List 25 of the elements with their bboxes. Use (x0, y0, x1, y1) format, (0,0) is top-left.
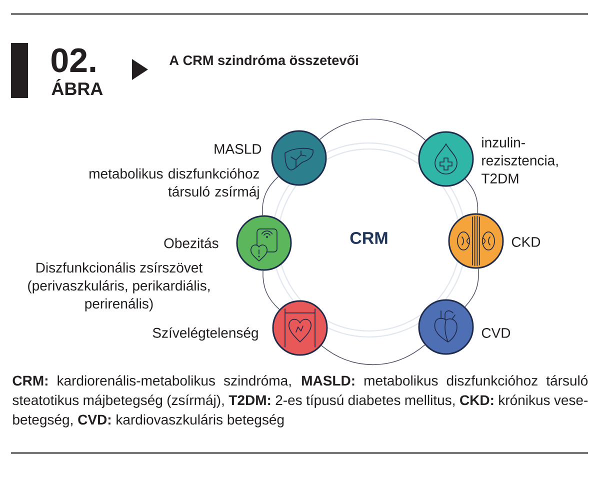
node-label: Obezitás (164, 238, 218, 248)
caption-text: CRM: kardiorenális-metabolikus szindróma, MASLD: metabolikus diszfunkcióhoz társuló steatotikus májbetegség (zsírmáj), T2DM: 2-es típusú diabetes mellitus, CKD: krónikus vese-betegség, CVD: kardiovaszkuláris betegség (12, 375, 588, 428)
circle-node (272, 300, 328, 356)
connector (319, 118, 426, 141)
circle-node (418, 299, 474, 355)
circle-node (236, 215, 292, 271)
circle-node (271, 130, 327, 186)
connector (262, 270, 280, 310)
connector (321, 344, 426, 366)
figure-number: 02. (52, 48, 96, 72)
connector (464, 178, 478, 214)
circle-node (418, 131, 474, 187)
title-text: A CRM szindróma összetevői (170, 55, 358, 66)
node-label: inzulin-rezisztencia, T2DM (482, 137, 558, 184)
node-label: Diszfunkcionális zsírszövet (perivaszkuláris, perikardiális, perirenális) (28, 262, 210, 312)
node-label: MASLD (214, 144, 262, 154)
connector (464, 268, 479, 308)
node-label: Szívelégtelenség (152, 327, 258, 341)
center-label: CRM (350, 232, 388, 244)
connector (262, 176, 279, 216)
node-label: CKD (512, 237, 540, 247)
node-label: CVD (482, 328, 510, 338)
node-label: metabolikus diszfunkcióhoz társuló zsírmáj (90, 168, 260, 200)
circle-node (448, 213, 504, 269)
figure-label: ÁBRA (52, 79, 103, 95)
